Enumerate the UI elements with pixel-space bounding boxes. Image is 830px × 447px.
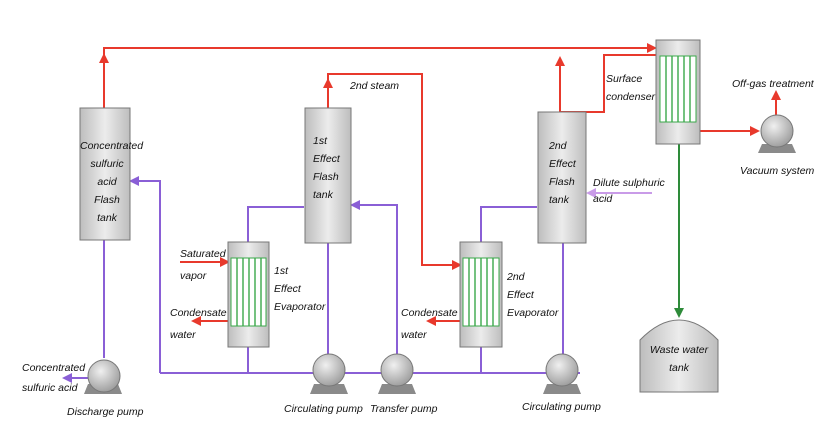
transfer-pump-label: Transfer pump [370,403,438,415]
dilute-acid-label: Dilute sulphuric acid [593,175,665,207]
second-flash-line-1: 2nd [549,140,567,152]
second-evaporator-shape [459,241,503,348]
second-flash-tank-label: 2nd Effect Flash tank [538,137,589,209]
first-evaporator-label: 1st Effect Evaporator [274,262,325,316]
condenser-line-2: condenser [606,91,656,103]
surface-condenser-shape [655,39,701,145]
first-flash-line-4: tank [313,189,333,201]
second-flash-line-3: Flash [549,176,575,188]
second-flash-line-4: tank [549,194,569,206]
discharge-pump-shape [84,359,122,394]
sat-vapor-line-1: Saturated [180,248,226,260]
conc-flash-line-4: Flash [94,194,120,206]
conc-out-line-2: sulfuric acid [22,382,78,394]
conc-flash-line-1: Concentrated [80,140,144,152]
first-evap-line-1: 1st [274,265,289,277]
second-evaporator-label: 2nd Effect Evaporator [507,268,558,322]
condensate-water-1-label: Condensate water [170,302,227,346]
cond1-line-1: Condensate [170,307,227,319]
vacuum-system-label: Vacuum system [740,165,815,177]
first-evap-line-3: Evaporator [274,301,326,313]
waste-water-tank-label: Waste water tank [640,341,718,377]
vacuum-pump-shape [758,114,796,153]
first-flash-tank-shape [304,107,352,244]
conc-flash-line-2: sulfuric [90,158,124,170]
first-flash-line-3: Flash [313,171,339,183]
first-flash-line-1: 1st [313,135,328,147]
dilute-line-1: Dilute sulphuric [593,177,665,189]
transfer-pump-shape [378,353,416,394]
transfer-to-flash1 [350,200,398,355]
circulating-pump-2-shape [543,353,581,394]
recycle-to-conc-flash [129,176,161,373]
first-evaporator-shape [227,241,270,348]
circulating-pump-2-label: Circulating pump [522,401,601,413]
cond2-line-2: water [401,329,427,341]
off-gas-label: Off-gas treatment [732,78,814,90]
cond2-line-1: Condensate [401,307,458,319]
second-evap-line-1: 2nd [507,271,525,283]
conc-out-line-1: Concentrated [22,362,86,374]
steam-line-top [99,43,657,116]
waste-tank-line-2: tank [669,362,689,374]
cond1-line-2: water [170,329,196,341]
waste-water-tank-shape [639,319,719,393]
second-flash-tank-shape [537,111,587,244]
second-evap-line-2: Effect [507,289,534,301]
first-evap-line-2: Effect [274,283,301,295]
second-flash-line-2: Effect [549,158,576,170]
condensate-water-2-label: Condensate water [401,302,458,346]
waste-tank-line-1: Waste water [649,344,709,356]
liquid-lines [62,176,580,383]
circulating-pump-1-shape [310,353,348,394]
dilute-line-2: acid [593,193,613,205]
conc-flash-line-5: tank [97,212,117,224]
conc-acid-out-label: Concentrated sulfuric acid [22,358,85,398]
circulating-pump-1-label: Circulating pump [284,403,363,415]
first-flash-tank-label: 1st Effect Flash tank [305,132,353,204]
conc-flash-tank-label: Concentrated sulfuric acid Flash tank [80,137,144,227]
evap1-to-flash1 [247,206,304,242]
second-steam-label: 2nd steam [350,80,400,92]
saturated-vapor-label: Saturated vapor [180,243,226,287]
evap2-to-flash2 [480,206,537,242]
second-evap-line-3: Evaporator [507,307,559,319]
first-flash-line-2: Effect [313,153,340,165]
sat-vapor-line-2: vapor [180,270,207,282]
condenser-line-1: Surface [606,73,643,85]
discharge-pump-label: Discharge pump [67,406,144,418]
conc-flash-line-3: acid [97,176,117,188]
conc-flash-tank-shape [79,107,131,241]
surface-condenser-label: Surface condenser [606,70,655,106]
